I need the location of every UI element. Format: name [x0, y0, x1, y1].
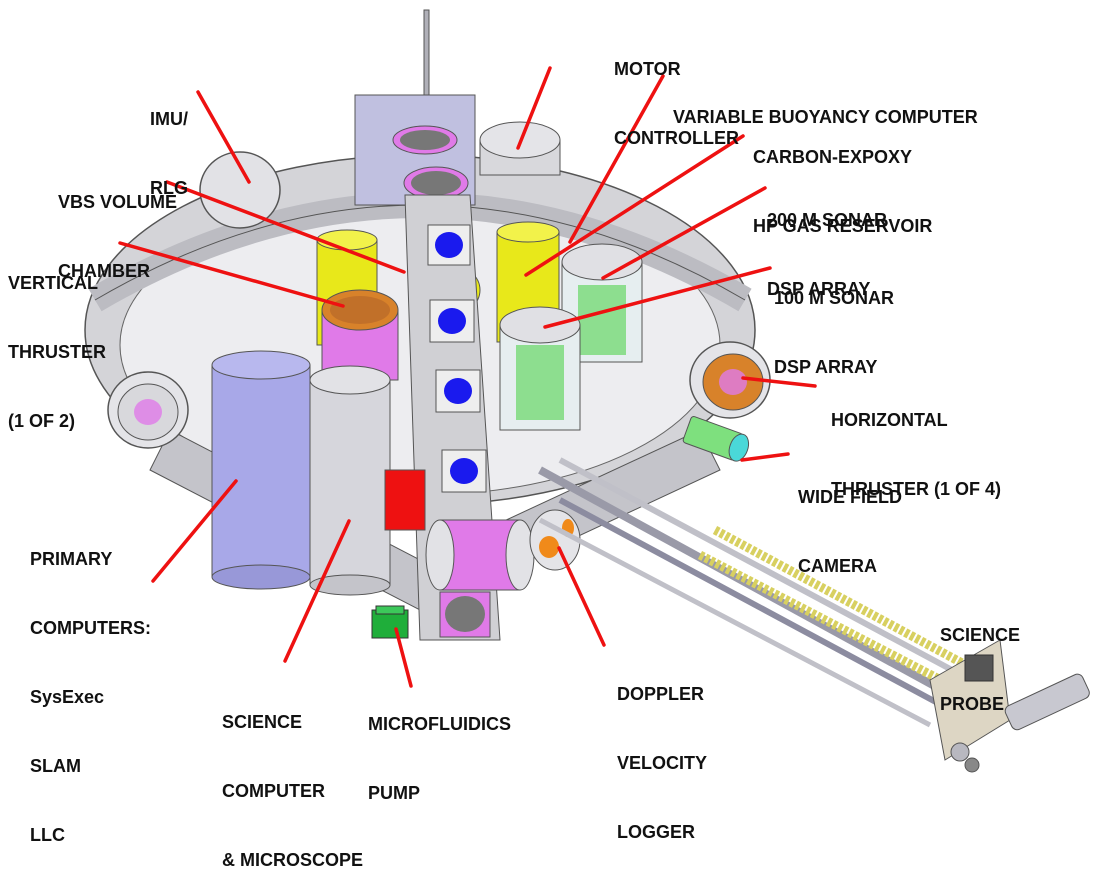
top-tower: [354, 94, 476, 206]
motor-controller-component: [479, 121, 561, 176]
microfluidics-pump-component: [371, 605, 409, 639]
magenta-cylinder: [425, 519, 535, 591]
label-primary-computers: PRIMARY COMPUTERS: SysExec SLAM LLC: [30, 549, 151, 845]
imu-rlg-housing: [199, 151, 281, 229]
leader-doppler-velocity-logger: [557, 546, 606, 647]
science-probe-arm: [538, 457, 982, 728]
leader-primary-computers: [151, 479, 238, 583]
label-carbon-expoxy-hp-gas-reservoir: CARBON-EXPOXY HP GAS RESERVOIR: [753, 147, 933, 236]
leader-vbs-volume-chamber: [165, 180, 406, 274]
label-vertical-thruster: VERTICAL THRUSTER (1 OF 2): [8, 273, 106, 431]
label-200m-sonar-dsp-array: 200 M SONAR DSP ARRAY: [767, 210, 888, 299]
label-microfluidics-pump: MICROFLUIDICS PUMP: [368, 714, 511, 803]
vehicle-diagram: [84, 9, 1090, 773]
label-variable-buoyancy-computer: VARIABLE BUOYANCY COMPUTER: [673, 107, 978, 127]
leader-horizontal-thruster: [741, 376, 817, 388]
leader-science-computer-microscope: [283, 519, 351, 663]
100m-sonar-array-component: [499, 306, 581, 431]
leader-carbon-expoxy-hp-gas-reservoir: [524, 134, 745, 277]
leader-100m-sonar-dsp-array: [543, 266, 772, 329]
leader-microfluidics-pump: [394, 627, 413, 688]
cable-chain: [712, 526, 978, 674]
horizontal-thruster-right: [689, 341, 771, 419]
cable-chain: [697, 551, 963, 694]
primary-computers-cylinder: [211, 350, 311, 590]
science-computer-cylinder: [309, 365, 391, 596]
label-doppler-velocity-logger: DOPPLER VELOCITY LOGGER: [617, 684, 708, 842]
label-imu-rlg: IMU/ RLG: [150, 109, 188, 198]
horizontal-thruster-left: [107, 371, 189, 449]
doppler-velocity-logger-component: [529, 509, 581, 571]
label-vbs-volume-chamber: VBS VOLUME CHAMBER: [58, 192, 178, 281]
label-science-probe: SCIENCE PROBE: [940, 625, 1021, 714]
leader-lines: [118, 66, 817, 688]
leader-variable-buoyancy-computer: [568, 74, 665, 244]
blue-port: [450, 458, 478, 484]
leader-200m-sonar-dsp-array: [601, 186, 767, 280]
lower-port: [439, 591, 491, 638]
leader-motor-controller: [516, 66, 552, 150]
label-horizontal-thruster: HORIZONTAL THRUSTER (1 OF 4): [831, 410, 1002, 499]
red-block: [384, 469, 426, 531]
label-wide-field-camera: WIDE FIELD CAMERA: [798, 487, 902, 576]
leader-wide-field-camera: [740, 452, 790, 462]
leader-vertical-thruster: [118, 241, 345, 308]
wide-field-camera-component: [682, 415, 750, 462]
leader-imu-rlg: [196, 90, 251, 184]
label-science-computer-microscope: SCIENCE COMPUTER & MICROSCOPE: [222, 712, 364, 870]
label-100m-sonar-dsp-array: 100 M SONAR DSP ARRAY: [774, 288, 895, 377]
science-probe-head: [929, 639, 1090, 773]
blue-port: [435, 232, 463, 258]
label-motor-controller: MOTOR CONTROLLER: [614, 59, 739, 148]
blue-port: [444, 378, 472, 404]
blue-port: [438, 308, 466, 334]
